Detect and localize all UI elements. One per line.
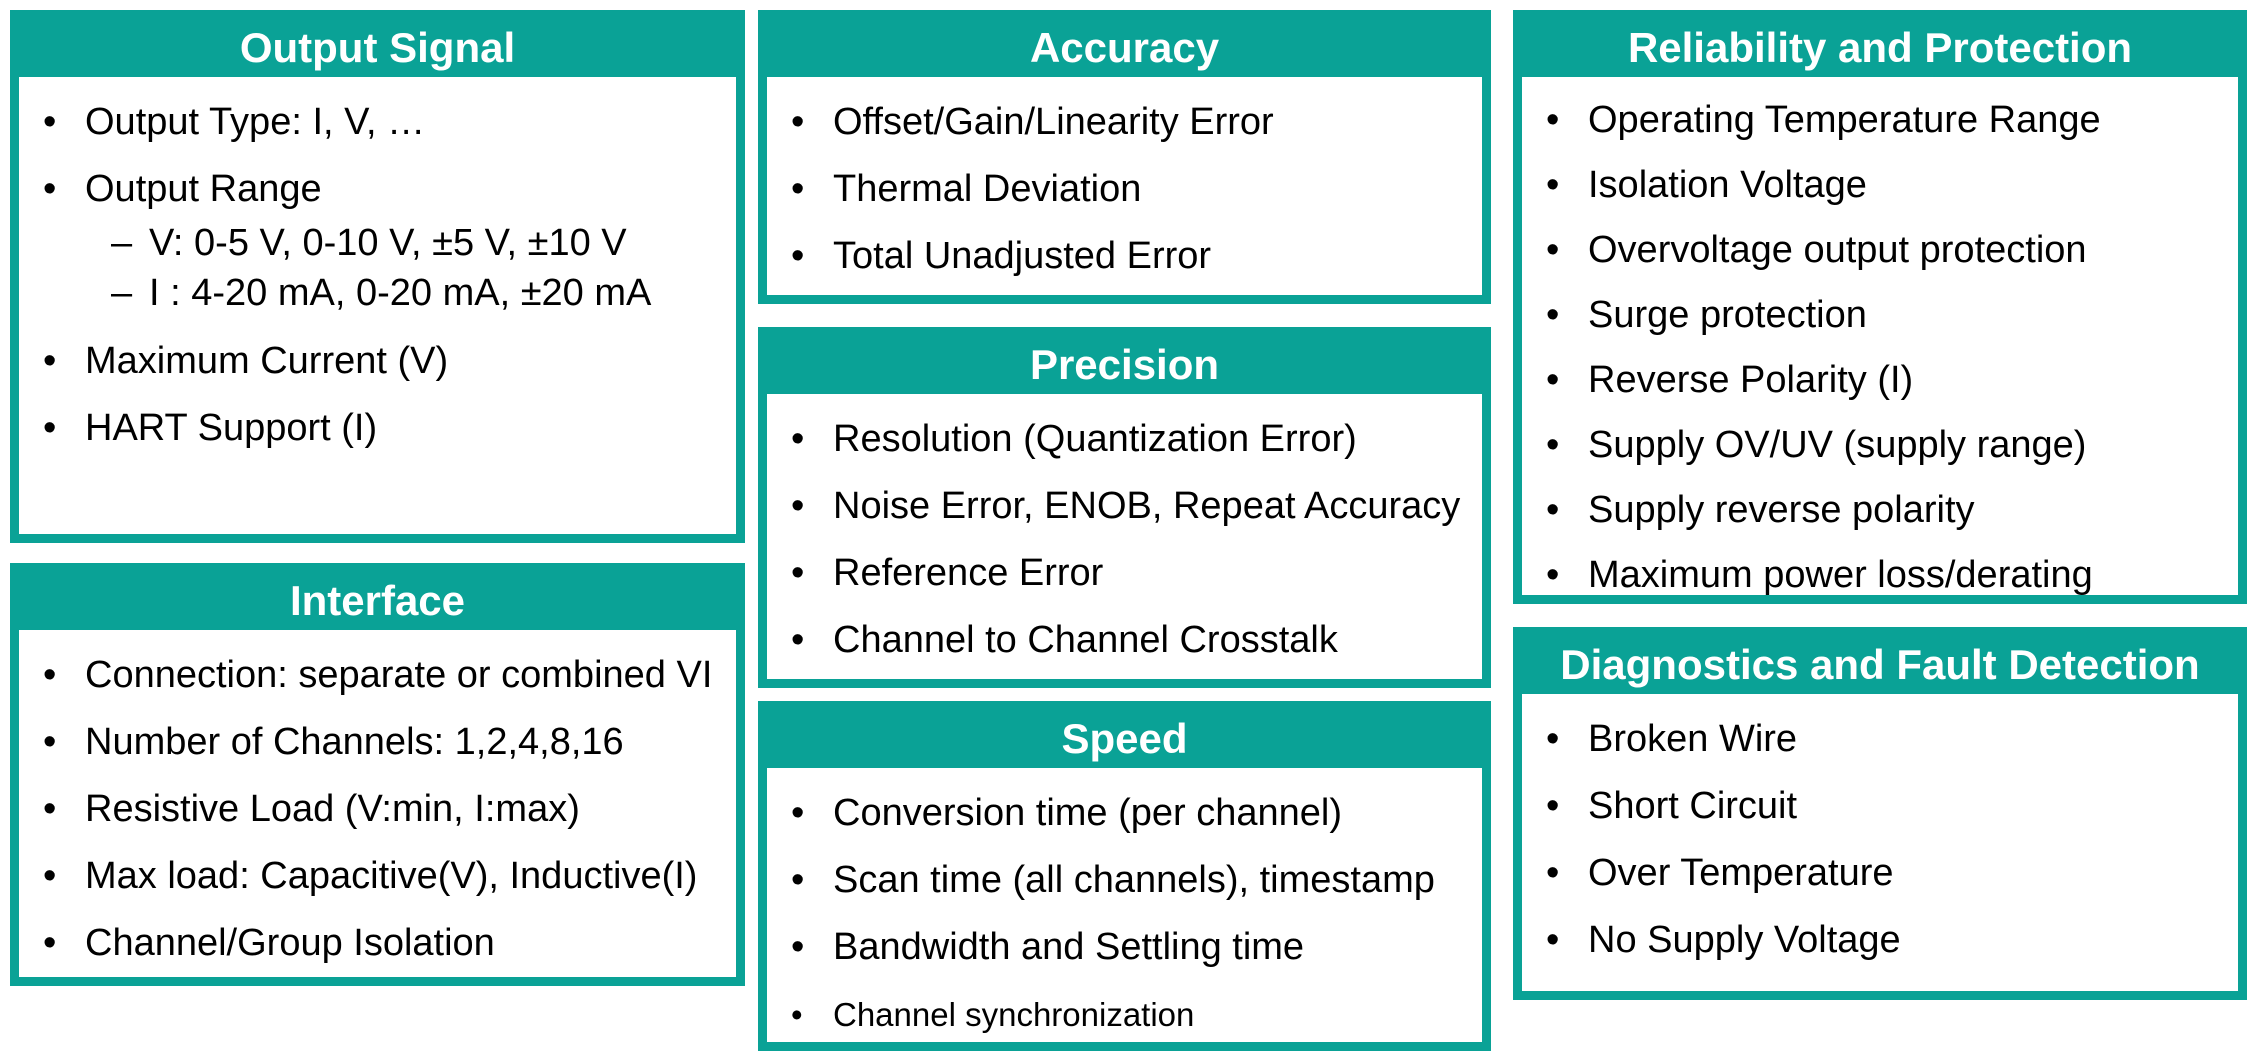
bullet-item-text: Reverse Polarity (I) (1588, 359, 1914, 401)
bullet-item-text: Overvoltage output protection (1588, 229, 2087, 271)
bullet-item: Maximum power loss/derating (1540, 551, 2232, 596)
card-list-output-signal: Output Type: I, V, … Output Range V: 0-5 V… (19, 77, 736, 479)
bullet-item: Connection: separate or combined VI (37, 651, 730, 699)
bullet-item-text: Isolation Voltage (1588, 164, 1867, 206)
card-title-reliability-and-protection: Reliability and Protection (1522, 19, 2238, 77)
bullet-item-text: Supply reverse polarity (1588, 489, 1975, 531)
bullet-item-text: Resolution (Quantization Error) (833, 418, 1357, 460)
card-title-accuracy: Accuracy (767, 19, 1482, 77)
bullet-item: No Supply Voltage (1540, 916, 2232, 964)
bullet-item: Output Range V: 0-5 V, 0-10 V, ±5 V, ±10 … (37, 165, 730, 318)
card-title-output-signal: Output Signal (19, 19, 736, 77)
bullet-item: Thermal Deviation (785, 165, 1476, 213)
card-title-interface: Interface (19, 572, 736, 630)
bullet-item-text: Maximum Current (V) (85, 340, 449, 382)
card-list-speed: Conversion time (per channel) Scan time (… (767, 768, 1482, 1042)
bullet-item-text: Broken Wire (1588, 718, 1798, 760)
bullet-item-text: No Supply Voltage (1588, 919, 1901, 961)
card-output-signal: Output Signal Output Type: I, V, …Output… (10, 10, 745, 543)
bullet-item: Supply OV/UV (supply range) (1540, 421, 2232, 469)
bullet-item-text: Conversion time (per channel) (833, 792, 1343, 834)
bullet-item-text: Channel to Channel Crosstalk (833, 619, 1338, 661)
card-interface: Interface Connection: separate or combin… (10, 563, 745, 986)
bullet-item-text: Resistive Load (V:min, I:max) (85, 788, 580, 830)
card-list-reliability-and-protection: Operating Temperature RangeIsolation Vol… (1522, 77, 2238, 596)
bullet-item-text: Maximum power loss/derating (1588, 554, 2093, 596)
bullet-item-text: Number of Channels: 1,2,4,8,16 (85, 721, 624, 763)
bullet-item: Reference Error (785, 549, 1476, 597)
sub-list: V: 0-5 V, 0-10 V, ±5 V, ±10 VI : 4-20 mA… (111, 218, 730, 318)
bullet-item: Scan time (all channels), timestamp (785, 856, 1476, 904)
bullet-item-text: Over Temperature (1588, 852, 1894, 894)
bullet-item-text: Scan time (all channels), timestamp (833, 859, 1435, 901)
card-title-diagnostics-and-fault-detection: Diagnostics and Fault Detection (1522, 636, 2238, 694)
bullet-item-text: Output Range (85, 168, 322, 210)
bullet-item-text: Reference Error (833, 552, 1104, 594)
bullet-item: Broken Wire (1540, 715, 2232, 763)
card-speed: Speed Conversion time (per channel) Scan … (758, 701, 1491, 1051)
bullet-item: Reverse Polarity (I) (1540, 356, 2232, 404)
bullet-item: Channel/Group Isolation (37, 919, 730, 967)
bullet-item-text: HART Support (I) (85, 407, 378, 449)
bullet-item: Surge protection (1540, 291, 2232, 339)
bullet-item-text: Output Type: I, V, … (85, 101, 426, 143)
card-title-speed: Speed (767, 710, 1482, 768)
bullet-item: Over Temperature (1540, 849, 2232, 897)
bullet-item: Channel synchronization (785, 993, 1476, 1037)
bullet-item-text: Short Circuit (1588, 785, 1798, 827)
bullet-item: Number of Channels: 1,2,4,8,16 (37, 718, 730, 766)
bullet-item: Offset/Gain/Linearity Error (785, 98, 1476, 146)
card-precision: Precision Resolution (Quantization Error… (758, 327, 1491, 688)
bullet-item: Total Unadjusted Error (785, 232, 1476, 280)
card-title-precision: Precision (767, 336, 1482, 394)
bullet-item-text: Bandwidth and Settling time (833, 926, 1305, 968)
bullet-item-text: Channel synchronization (833, 996, 1195, 1033)
bullet-item-text: Noise Error, ENOB, Repeat Accuracy (833, 485, 1461, 527)
bullet-item: Resolution (Quantization Error) (785, 415, 1476, 463)
card-reliability-and-protection: Reliability and Protection Operating Tem… (1513, 10, 2247, 604)
bullet-item: Overvoltage output protection (1540, 226, 2232, 274)
bullet-item-text: Connection: separate or combined VI (85, 654, 713, 696)
bullet-item-text: Offset/Gain/Linearity Error (833, 101, 1274, 143)
bullet-item-text: Operating Temperature Range (1588, 99, 2101, 141)
sub-bullet-item: V: 0-5 V, 0-10 V, ±5 V, ±10 V (111, 218, 730, 268)
bullet-item: HART Support (I) (37, 404, 730, 452)
bullet-item-text: Max load: Capacitive(V), Inductive(I) (85, 855, 698, 897)
bullet-item-text: Thermal Deviation (833, 168, 1142, 210)
card-diagnostics-and-fault-detection: Diagnostics and Fault Detection Broken W… (1513, 627, 2247, 1000)
bullet-item: Channel to Channel Crosstalk (785, 616, 1476, 664)
bullet-item: Isolation Voltage (1540, 161, 2232, 209)
bullet-item-text: Supply OV/UV (supply range) (1588, 424, 2087, 466)
bullet-item: Max load: Capacitive(V), Inductive(I) (37, 852, 730, 900)
bullet-item: Supply reverse polarity (1540, 486, 2232, 534)
bullet-item: Operating Temperature Range (1540, 96, 2232, 144)
card-list-precision: Resolution (Quantization Error) Noise Err… (767, 394, 1482, 679)
card-accuracy: Accuracy Offset/Gain/Linearity ErrorTher… (758, 10, 1491, 304)
bullet-item: Output Type: I, V, … (37, 98, 730, 146)
bullet-item: Maximum Current (V) (37, 337, 730, 385)
bullet-item-text: Total Unadjusted Error (833, 235, 1212, 277)
bullet-item: Conversion time (per channel) (785, 789, 1476, 837)
card-list-diagnostics-and-fault-detection: Broken WireShort CircuitOver Temperature… (1522, 694, 2238, 991)
bullet-item: Resistive Load (V:min, I:max) (37, 785, 730, 833)
bullet-item-text: Surge protection (1588, 294, 1867, 336)
bullet-item-text: Channel/Group Isolation (85, 922, 495, 964)
card-list-interface: Connection: separate or combined VI Numbe… (19, 630, 736, 977)
bullet-item: Bandwidth and Settling time (785, 923, 1476, 971)
bullet-item: Noise Error, ENOB, Repeat Accuracy (785, 482, 1476, 530)
card-list-accuracy: Offset/Gain/Linearity ErrorThermal Devia… (767, 77, 1482, 295)
sub-bullet-item: I : 4-20 mA, 0-20 mA, ±20 mA (111, 268, 730, 318)
bullet-item: Short Circuit (1540, 782, 2232, 830)
